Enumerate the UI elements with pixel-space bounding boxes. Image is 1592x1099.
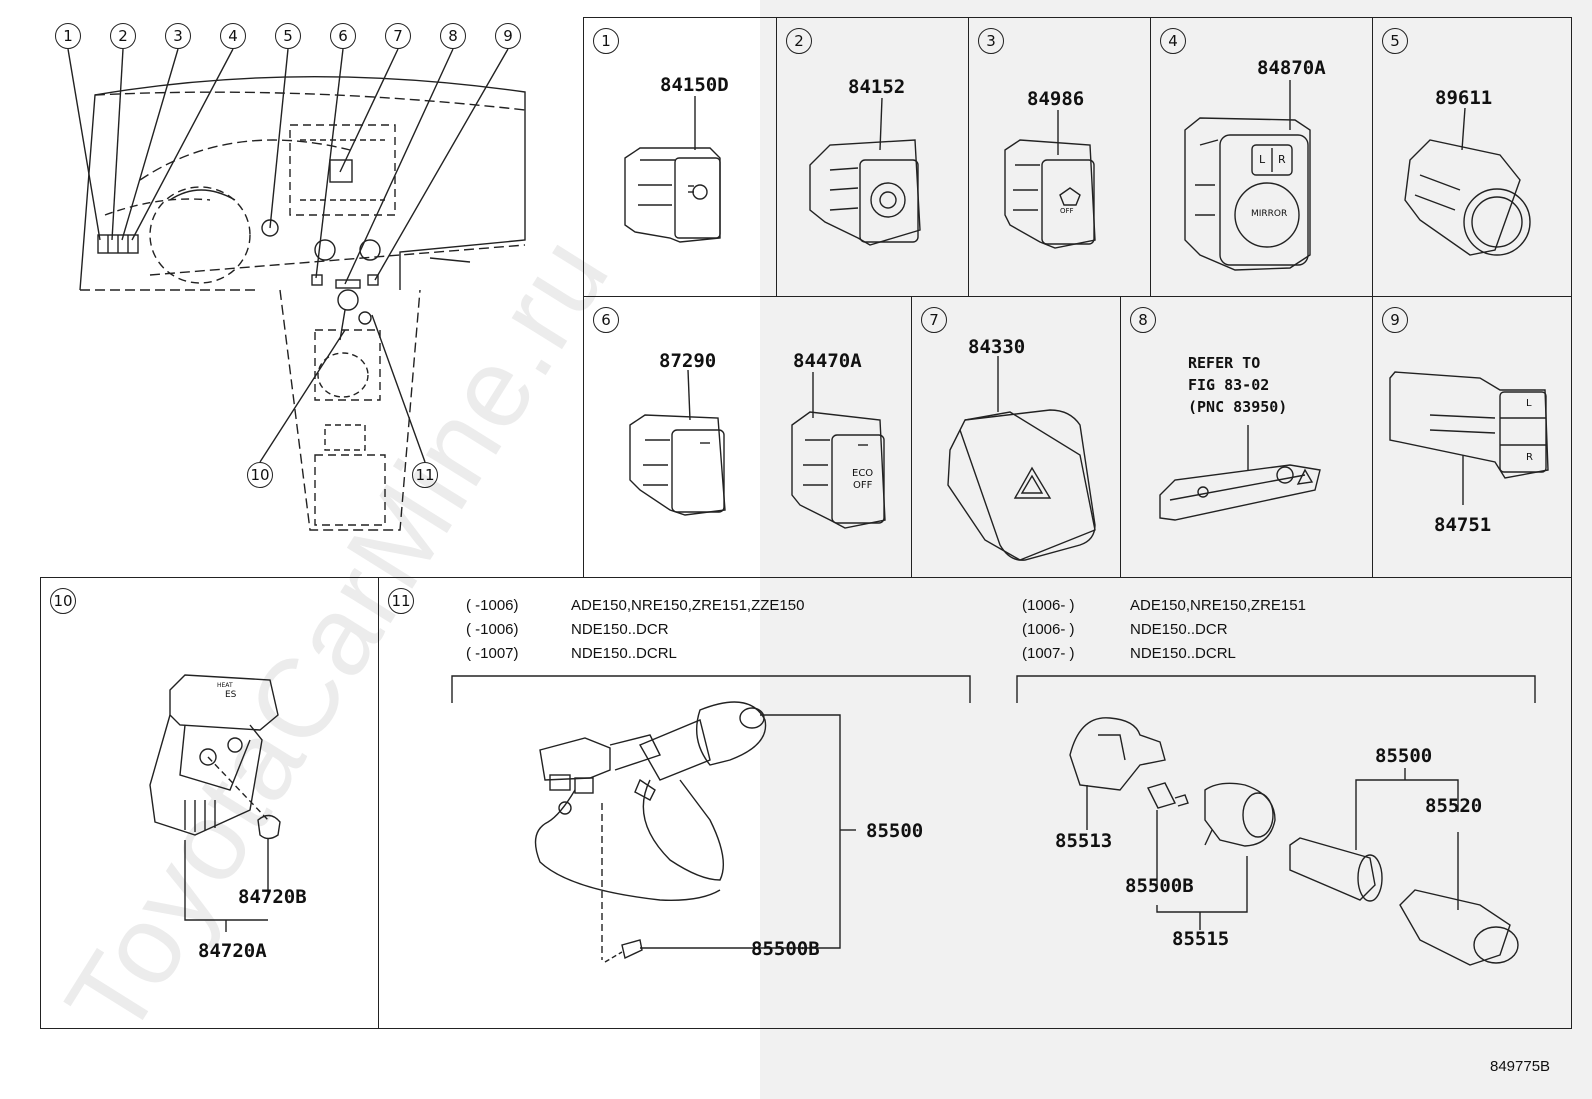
applicability-left-range-2: ( -1006) xyxy=(466,621,519,638)
overview-callout: 3 xyxy=(165,23,191,49)
panel-number: 3 xyxy=(978,28,1004,54)
overview-callout: 11 xyxy=(412,462,438,488)
switch-84720-drawing xyxy=(149,674,281,932)
switch-84986-drawing xyxy=(1004,110,1096,249)
part-number-87290[interactable]: 87290 xyxy=(659,350,717,372)
mirror-switch-r-label: R xyxy=(1278,153,1286,166)
seat-heater-l-label: L xyxy=(1526,398,1532,409)
switch-83950-drawing xyxy=(1159,425,1321,521)
applicability-left-models-2: NDE150..DCR xyxy=(571,621,669,638)
switch-84152-drawing xyxy=(809,97,921,246)
component-85500-85520-drawing xyxy=(1289,768,1519,966)
part-number-84751[interactable]: 84751 xyxy=(1434,514,1492,536)
part-number-84150D[interactable]: 84150D xyxy=(660,74,729,96)
panel-number: 11 xyxy=(388,588,414,614)
overview-callout: 1 xyxy=(55,23,81,49)
seat-heater-r-label: R xyxy=(1526,452,1533,463)
switch-84751-drawing xyxy=(1389,371,1549,505)
lighter-assy-85500-drawing xyxy=(534,701,856,963)
dashboard-outline xyxy=(79,76,526,531)
es-label: ES xyxy=(225,690,237,700)
part-number-85513[interactable]: 85513 xyxy=(1055,830,1113,852)
panel-number: 1 xyxy=(593,28,619,54)
applicability-left-models-3: NDE150..DCRL xyxy=(571,645,677,662)
mirror-switch-l-label: L xyxy=(1259,153,1266,166)
switch-84870A-drawing xyxy=(1184,80,1311,271)
overview-callout: 8 xyxy=(440,23,466,49)
refer-note-line-2[interactable]: FIG 83-02 xyxy=(1188,376,1270,394)
part-number-84720A[interactable]: 84720A xyxy=(198,940,267,962)
part-number-84870A[interactable]: 84870A xyxy=(1257,57,1326,79)
component-85500B-drawing xyxy=(1146,782,1248,930)
panel-number: 10 xyxy=(50,588,76,614)
panel-11 xyxy=(378,577,1572,1029)
panel-number: 5 xyxy=(1382,28,1408,54)
diagram-code: 849775B xyxy=(1490,1058,1551,1075)
applicability-right-models-2: NDE150..DCR xyxy=(1130,621,1228,638)
part-number-85520[interactable]: 85520 xyxy=(1425,795,1483,817)
part-number-84152[interactable]: 84152 xyxy=(848,76,906,98)
overview-callout: 10 xyxy=(247,462,273,488)
part-number-89611[interactable]: 89611 xyxy=(1435,87,1493,109)
panel-number: 8 xyxy=(1130,307,1156,333)
applicability-right-range-3: (1007- ) xyxy=(1022,645,1075,662)
part-number-85500B-right[interactable]: 85500B xyxy=(1125,875,1194,897)
eco-switch-off-label: OFF xyxy=(853,480,873,491)
overview-callout: 5 xyxy=(275,23,301,49)
panel-number: 9 xyxy=(1382,307,1408,333)
eco-switch-label: ECO xyxy=(852,468,874,479)
switch-84470A-drawing xyxy=(791,372,886,529)
applicability-left-range-3: ( -1007) xyxy=(466,645,519,662)
overview-callout: 2 xyxy=(110,23,136,49)
panel-number: 6 xyxy=(593,307,619,333)
overview-callout: 6 xyxy=(330,23,356,49)
applicability-brackets xyxy=(451,675,1536,703)
part-number-84330[interactable]: 84330 xyxy=(968,336,1026,358)
part-number-85500-right[interactable]: 85500 xyxy=(1375,745,1433,767)
overview-callout: 4 xyxy=(220,23,246,49)
part-number-85500B-left[interactable]: 85500B xyxy=(751,938,820,960)
switch-84150D-drawing xyxy=(624,96,721,243)
overview-callout: 7 xyxy=(385,23,411,49)
applicability-right-range-1: (1006- ) xyxy=(1022,597,1075,614)
applicability-right-models-3: NDE150..DCRL xyxy=(1130,645,1236,662)
component-85515-drawing xyxy=(1204,782,1276,847)
panel-number: 2 xyxy=(786,28,812,54)
switch-89611-drawing xyxy=(1404,107,1531,256)
component-85513-drawing xyxy=(1069,717,1166,830)
panel-number: 7 xyxy=(921,307,947,333)
background-shade xyxy=(760,0,1592,1099)
applicability-right-range-2: (1006- ) xyxy=(1022,621,1075,638)
applicability-left-range-1: ( -1006) xyxy=(466,597,519,614)
mirror-switch-label: MIRROR xyxy=(1251,209,1288,219)
refer-note-line-3[interactable]: (PNC 83950) xyxy=(1188,398,1288,416)
overview-callout: 9 xyxy=(495,23,521,49)
refer-note-line-1: REFER TO xyxy=(1188,354,1261,372)
trc-off-label: OFF xyxy=(1060,207,1074,215)
switch-87290-drawing xyxy=(629,369,726,516)
part-number-84986[interactable]: 84986 xyxy=(1027,88,1085,110)
part-number-85500-assy[interactable]: 85500 xyxy=(866,820,924,842)
applicability-right-models-1: ADE150,NRE150,ZRE151 xyxy=(1130,597,1306,614)
heat-label: HEAT xyxy=(217,682,233,689)
panel-number: 4 xyxy=(1160,28,1186,54)
part-number-85515[interactable]: 85515 xyxy=(1172,928,1230,950)
applicability-left-models-1: ADE150,NRE150,ZRE151,ZZE150 xyxy=(571,597,805,614)
switch-84330-drawing xyxy=(947,356,1096,561)
part-number-84720B[interactable]: 84720B xyxy=(238,886,307,908)
part-number-84470A[interactable]: 84470A xyxy=(793,350,862,372)
